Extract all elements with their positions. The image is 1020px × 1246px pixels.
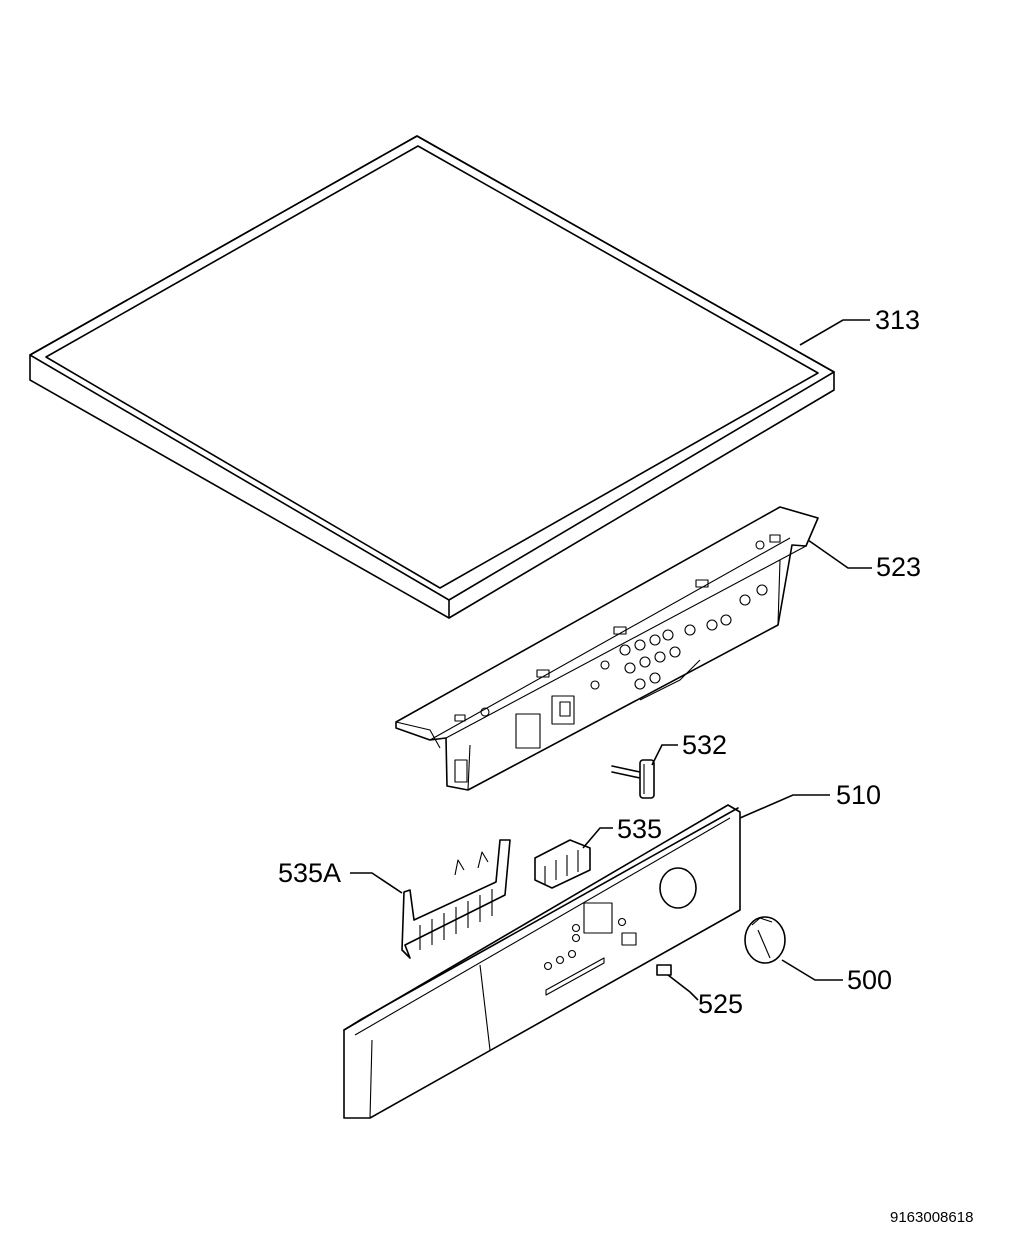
leader-535A [350,872,403,894]
leader-535 [582,827,613,849]
callout-535: 535 [617,814,662,844]
document-number: 9163008618 [890,1209,973,1226]
part-532-switch [611,759,655,799]
leader-313 [799,319,870,346]
part-525-small-part [656,964,672,976]
leader-510 [739,794,830,819]
callout-313: 313 [875,305,920,335]
callout-523: 523 [876,552,921,582]
leader-500 [781,959,843,981]
part-523-control-frame [395,506,819,791]
callout-500: 500 [847,965,892,995]
leader-523 [807,539,872,569]
callout-535A: 535A [278,858,341,888]
callout-532: 532 [682,730,727,760]
part-313-top-cover [29,135,835,619]
part-500-knob [744,916,786,964]
part-510-control-panel [343,804,741,1119]
leader-532 [651,744,678,766]
part-535-button-block [534,839,591,889]
callout-510: 510 [836,780,881,810]
callout-525: 525 [698,989,743,1019]
leader-525 [667,974,699,1001]
part-535A-key-strip [401,839,511,959]
